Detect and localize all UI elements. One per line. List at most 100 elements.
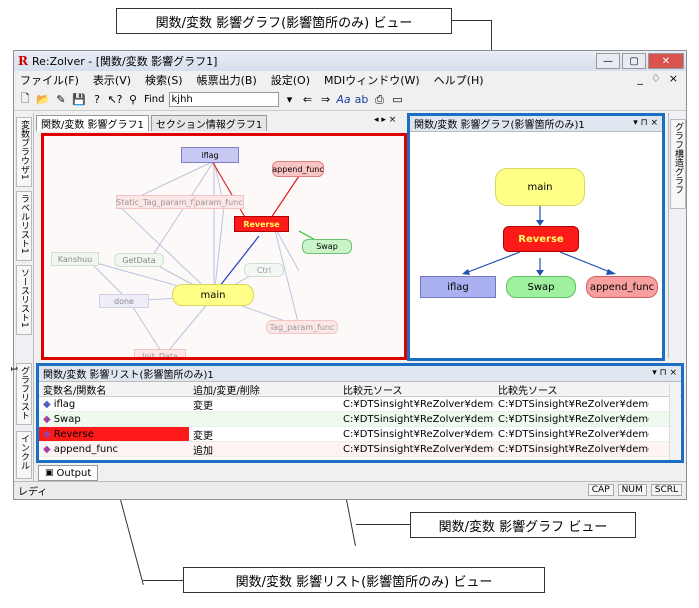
table-row[interactable]: ◆Reverse 変更 C:¥DTSinsight¥ReZolver¥demo.… [39,427,681,442]
row-src: C:¥DTSinsight¥ReZolver¥demo... [343,443,494,455]
graph-node-param-func[interactable]: param_func [194,195,244,209]
tab-include[interactable]: インクル [16,431,32,479]
left-dock-tabs: 変数ブラウザ1 ラベルリスト1 ソースリスト1 グラフリスト1 インクル [8,113,34,481]
status-bar: レディ CAP NUM SCRL [14,481,686,499]
tab-variable-browser[interactable]: 変数ブラウザ1 [16,117,32,187]
row-name: Swap [53,413,81,425]
menu-search[interactable]: 検索(S) [145,74,183,87]
app-logo: R [18,54,28,68]
find-input[interactable]: kjhh [168,92,279,107]
callout-list-view: 関数/変数 影響リスト(影響箇所のみ) ビュー [183,567,545,593]
menu-report[interactable]: 帳票出力(B) [196,74,257,87]
help-icon[interactable]: ? [94,93,100,106]
row-name: iflag [53,398,76,410]
graph-node-main[interactable]: main [172,284,254,306]
maximize-button[interactable]: ▢ [622,53,646,69]
document-tabs: 関数/変数 影響グラフ1 セクション情報グラフ1 [36,113,406,131]
tab-graph-list[interactable]: グラフリスト1 [8,363,32,425]
whole-word-icon[interactable]: ab [354,93,369,106]
tab-label: 関数/変数 影響グラフ1 [41,120,144,131]
menu-mdi-window[interactable]: MDIウィンドウ(W) [324,74,420,87]
tab-influence-graph[interactable]: 関数/変数 影響グラフ1 [36,115,149,131]
limited-node-iflag[interactable]: iflag [420,276,496,298]
graph-node-ctrl[interactable]: Ctrl [244,263,284,277]
graph-node-reverse[interactable]: Reverse [234,216,289,232]
row-change: 変更 [193,430,213,442]
table-row[interactable]: ◆append_func 追加 C:¥DTSinsight¥ReZolver¥d… [39,442,681,457]
graph-node-init-data[interactable]: Init_Data [134,349,186,357]
menu-settings[interactable]: 設定(O) [270,74,310,87]
column-source[interactable]: 比較元ソース [343,385,403,397]
influence-list-controls[interactable]: ▾ ⊓ × [652,368,677,378]
list-scrollbar[interactable] [669,382,680,460]
graph-node-static-tag[interactable]: Static_Tag_param_func [116,195,208,209]
tab-source-list[interactable]: ソースリスト1 [16,265,32,335]
limited-node-append-func[interactable]: append_func [586,276,658,298]
row-change: 変更 [193,400,213,412]
minimize-button[interactable]: — [596,53,620,69]
mdi-minimize-button[interactable]: _ [637,72,643,85]
row-name: append_func [53,443,119,455]
menu-help[interactable]: ヘルプ(H) [433,74,484,87]
limited-node-swap[interactable]: Swap [506,276,576,298]
tab-section-graph[interactable]: セクション情報グラフ1 [150,115,268,131]
influence-graph-panel[interactable]: iflag append_func Static_Tag_param_func … [41,133,407,360]
callout-line [452,20,492,21]
influence-list-panel: 関数/変数 影響リスト(影響箇所のみ)1 ▾ ⊓ × 変数名/関数名 追加/変更… [36,363,684,463]
menu-view[interactable]: 表示(V) [92,74,132,87]
tab-label: セクション情報グラフ1 [155,120,263,131]
limited-node-reverse[interactable]: Reverse [503,226,579,252]
graph-node-swap[interactable]: Swap [302,239,352,254]
row-src: C:¥DTSinsight¥ReZolver¥demo... [343,413,494,425]
print-icon[interactable]: ⎙ [375,92,384,106]
list-header-row: 変数名/関数名 追加/変更/削除 比較元ソース 比較先ソース [39,382,681,397]
match-case-icon[interactable]: Aa [336,93,351,106]
row-src: C:¥DTSinsight¥ReZolver¥demo... [343,428,494,440]
whats-this-icon[interactable]: ↖? [107,93,123,106]
find-dropdown-icon[interactable]: ▾ [286,93,293,106]
limited-node-main[interactable]: main [495,168,585,206]
table-row[interactable]: ◆Swap C:¥DTSinsight¥ReZolver¥demo... C:¥… [39,412,681,427]
row-dst: C:¥DTSinsight¥ReZolver¥demo... [498,428,649,440]
function-icon: ◆ [43,443,51,455]
column-change[interactable]: 追加/変更/削除 [193,385,260,397]
callout-line [356,524,357,525]
graph-node-kanshuu[interactable]: Kanshuu [51,252,99,266]
new-icon[interactable]: 🗋 [20,92,30,105]
function-icon: ◆ [43,428,51,440]
menu-file[interactable]: ファイル(F) [20,74,79,87]
graph-node-append-func[interactable]: append_func [272,161,324,177]
binoculars-icon: ⚲ [128,93,138,106]
mdi-close-button[interactable]: × [668,72,678,85]
status-text: レディ [18,487,48,498]
status-cap: CAP [587,484,614,496]
find-next-icon[interactable]: ⇒ [320,93,331,106]
find-prev-icon[interactable]: ⇐ [302,93,313,106]
table-row[interactable]: ◆iflag 変更 C:¥DTSinsight¥ReZolver¥demo...… [39,397,681,412]
column-target[interactable]: 比較先ソース [498,385,558,397]
graph-node-done[interactable]: done [99,294,149,308]
function-icon: ◆ [43,413,51,425]
graph-node-iflag[interactable]: iflag [181,147,239,163]
mdi-restore-button[interactable]: ♢ [650,72,661,85]
edit-icon[interactable]: ✎ [56,93,66,106]
callout-line [356,524,410,525]
save-icon[interactable]: 💾 [72,93,86,106]
tab-output[interactable]: ▣ Output [38,465,99,481]
window-icon[interactable]: ▭ [392,93,403,106]
tab-graph-structure[interactable]: グラフ構造グラフ [670,119,686,209]
graph-node-getdata[interactable]: GetData [114,253,164,267]
open-icon[interactable]: 📂 [36,93,50,106]
tab-label-list[interactable]: ラベルリスト1 [16,191,32,261]
column-name[interactable]: 変数名/関数名 [43,385,107,397]
callout-line [143,580,183,581]
window-title: Re:Zolver - [関数/変数 影響グラフ1] [31,55,218,68]
graph-node-tag-param[interactable]: Tag_param_func [266,320,338,334]
row-dst: C:¥DTSinsight¥ReZolver¥demo... [498,398,649,410]
doc-tab-controls[interactable]: ◂ ▸ × [374,115,397,125]
menu-bar: ファイル(F) 表示(V) 検索(S) 帳票出力(B) 設定(O) MDIウィン… [14,71,686,89]
status-num: NUM [617,484,647,496]
close-button[interactable]: ✕ [648,53,684,69]
limited-graph-controls[interactable]: ▾ ⊓ × [633,118,658,128]
title-bar: R Re:Zolver - [関数/変数 影響グラフ1] — ▢ ✕ [14,51,686,71]
